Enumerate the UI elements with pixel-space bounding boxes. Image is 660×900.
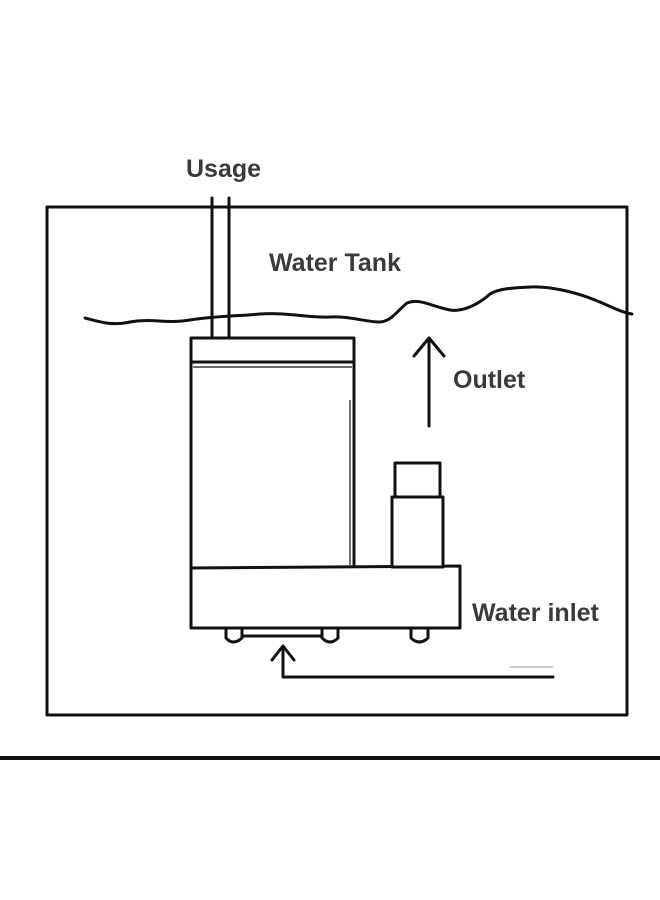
outlet-label: Outlet [453,366,526,394]
outlet-nozzle-lower [390,495,445,569]
water-surface-line [83,285,634,326]
pump-motor-body [189,336,356,570]
water-tank-label: Water Tank [269,249,401,277]
inlet-grille [240,628,324,638]
usage-label: Usage [186,155,261,183]
pump-base-housing [189,564,462,630]
outlet-nozzle-top [393,461,442,499]
water-inlet-arrow-path [281,648,555,679]
water-inlet-arrow-head [270,644,296,662]
water-inlet-label: Water inlet [472,599,600,627]
outlet-arrow-head [412,336,446,358]
pump-foot-2 [320,626,340,644]
pump-foot-3 [409,626,430,644]
water-tank-outline [45,205,629,717]
pump-foot-1 [224,626,244,644]
